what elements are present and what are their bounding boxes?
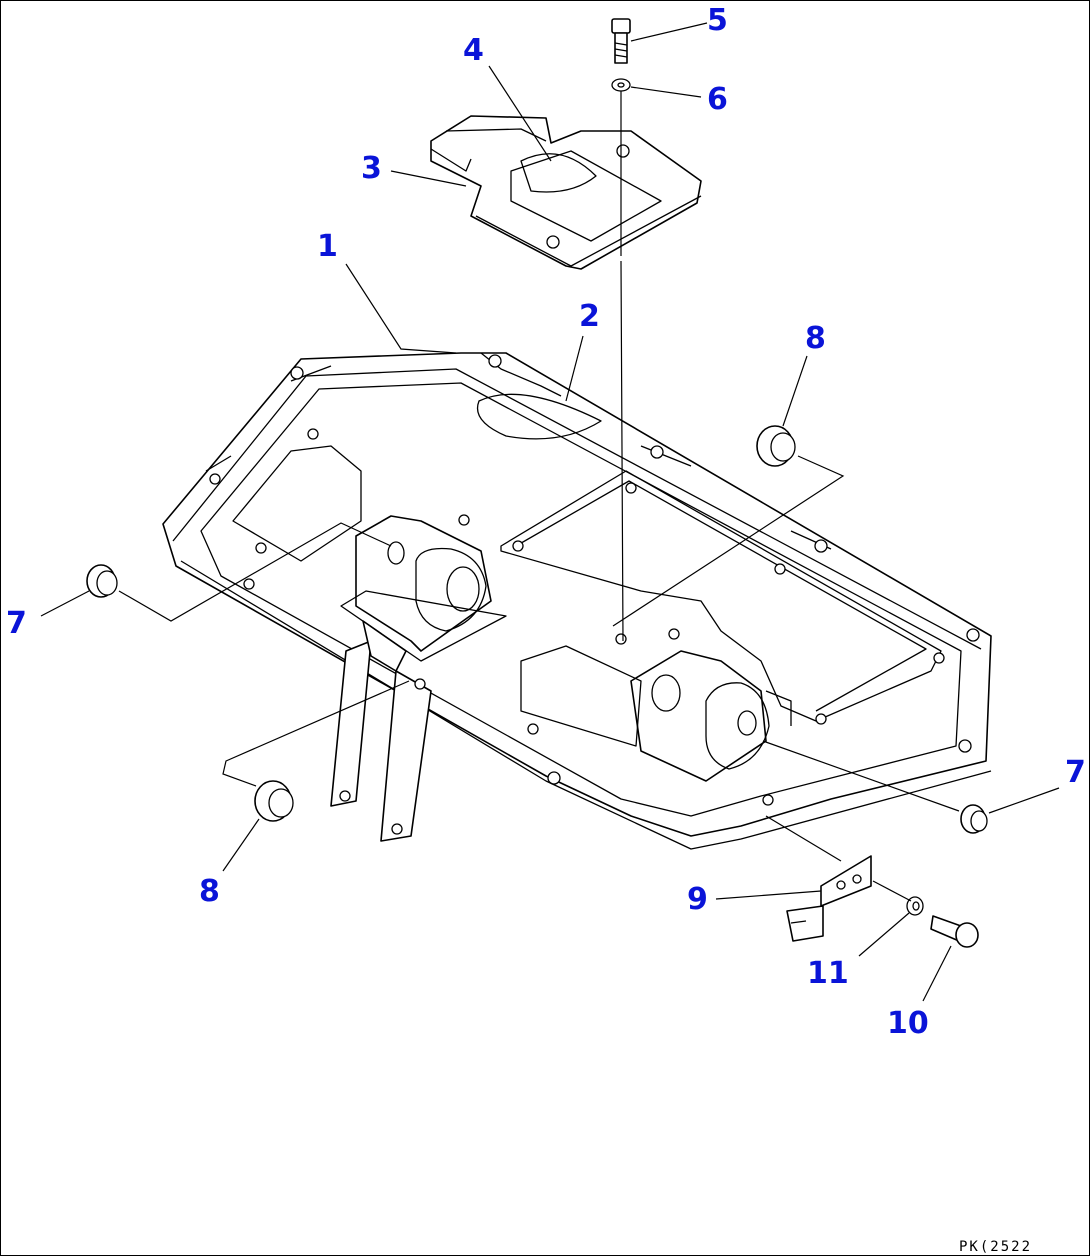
- callout-1: 1: [317, 229, 338, 264]
- drawing-code: PK(2522: [959, 1239, 1032, 1255]
- callout-4: 4: [463, 33, 484, 68]
- callout-6: 6: [707, 82, 728, 117]
- washer-11: [906, 896, 924, 916]
- callout-7-left: 7: [6, 606, 27, 641]
- bushing-8-upper: [756, 425, 796, 467]
- callout-8-upper: 8: [805, 321, 826, 356]
- cover-plate: [430, 115, 702, 270]
- callouts: 1 2 3 4 5 6 7 7 8 8 9 10 11: [6, 3, 1086, 1041]
- axis-line: [620, 91, 624, 642]
- bolt-5: [611, 18, 631, 64]
- callout-3: 3: [361, 151, 382, 186]
- frame-plate: [162, 352, 992, 850]
- bolt-10: [930, 915, 979, 948]
- callout-8-lower: 8: [199, 874, 220, 909]
- washer-6: [611, 78, 631, 92]
- callout-11: 11: [807, 956, 849, 991]
- callout-10: 10: [887, 1006, 929, 1041]
- left-bearing-block: [340, 515, 507, 662]
- bushing-7-left: [86, 564, 118, 598]
- bushing-8-lower: [254, 780, 294, 822]
- leader-lines: [40, 22, 1060, 1002]
- callout-9: 9: [687, 882, 708, 917]
- callout-2: 2: [579, 299, 600, 334]
- pedal-arms: [330, 620, 432, 842]
- bushing-7-right: [960, 804, 988, 834]
- callout-7-right: 7: [1065, 755, 1086, 790]
- right-bearing-block: [520, 645, 792, 782]
- callout-5: 5: [707, 3, 728, 38]
- bracket-9: [786, 855, 872, 942]
